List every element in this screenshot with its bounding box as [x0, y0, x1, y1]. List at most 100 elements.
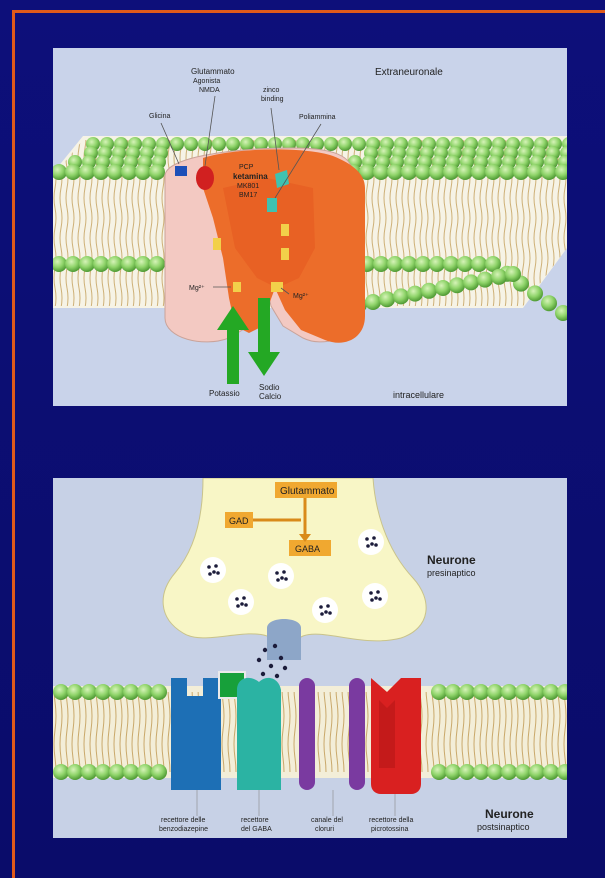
lipid-head [555, 305, 567, 321]
vesicle [228, 589, 254, 615]
lipid-head [137, 764, 153, 780]
mk801-label: MK801 [237, 183, 259, 190]
vesicle-gaba [365, 537, 369, 541]
lipid-head [373, 256, 389, 272]
lipid-head [135, 164, 151, 180]
vesicle [268, 563, 294, 589]
lipid-head [415, 164, 431, 180]
lipid-head [324, 137, 338, 151]
vesicle-gaba [378, 597, 382, 601]
lipid-head [95, 684, 111, 700]
lipid-head [529, 764, 545, 780]
vesicle-gaba [207, 565, 211, 569]
lipid-head [123, 764, 139, 780]
bm17-label: BM17 [239, 192, 257, 199]
lipid-head [543, 764, 559, 780]
vesicle-gaba [236, 604, 240, 608]
vesicle-gaba [370, 598, 374, 602]
vesicle-gaba [240, 602, 244, 606]
lipid-head [515, 684, 531, 700]
lipid-head [184, 137, 198, 151]
lipid-head [79, 164, 95, 180]
lipid-head [212, 137, 226, 151]
vesicle-gaba [235, 597, 239, 601]
postsynaptic-label-2: postsinaptico [477, 822, 530, 832]
zinc-label: zinco [263, 87, 279, 94]
lipid-head [459, 684, 475, 700]
vesicle-gaba [374, 596, 378, 600]
lipid-head [67, 764, 83, 780]
postsynaptic-label-1: Neurone [485, 807, 534, 821]
vesicle-gaba [214, 564, 218, 568]
glutamate-label: Glutammato [191, 67, 235, 76]
gaba-receptor-label-2: del GABA [241, 826, 272, 833]
gaba-molecule [283, 666, 287, 670]
lipid-head [338, 137, 352, 151]
lipid-head [401, 164, 417, 180]
mg-site-left [233, 282, 241, 292]
lipid-head [109, 764, 125, 780]
lipid-head [79, 256, 95, 272]
lipid-head [501, 764, 517, 780]
lipid-head [226, 137, 240, 151]
gaba-molecule [273, 644, 277, 648]
lipid-head [429, 256, 445, 272]
lipid-head [429, 164, 445, 180]
lipid-head [541, 164, 557, 180]
ketamine-label: ketamina [233, 172, 268, 181]
vesicle-gaba [212, 570, 216, 574]
gaba-molecule [261, 672, 265, 676]
lipid-head [379, 291, 395, 307]
lipid-head [501, 684, 517, 700]
lipid-head [463, 274, 479, 290]
vesicle-gaba [244, 603, 248, 607]
picrotoxin-receptor-label-2: picrotossina [371, 826, 408, 833]
calcium-label: Calcio [259, 392, 282, 401]
vesicle-gaba [320, 612, 324, 616]
lipid-head [95, 764, 111, 780]
vesicle-gaba [324, 610, 328, 614]
lipid-head [431, 684, 447, 700]
nmda-receptor-diagram: Extraneuronale intracellulare Glutammato… [53, 48, 567, 406]
lipid-head [443, 256, 459, 272]
vesicle-gaba [369, 591, 373, 595]
lipid-head [149, 164, 165, 180]
lipid-head [485, 164, 501, 180]
vesicle-gaba [280, 576, 284, 580]
lipid-head [135, 256, 151, 272]
polyamine-site [267, 198, 277, 212]
lipid-head [107, 256, 123, 272]
picrotoxin-receptor-label-1: recettore della [369, 817, 413, 824]
lipid-head [487, 684, 503, 700]
glycine-site [175, 166, 187, 176]
lipid-head [387, 256, 403, 272]
lipid-head [81, 764, 97, 780]
lipid-head [107, 164, 123, 180]
lipid-head [505, 266, 521, 282]
lipid-head [421, 283, 437, 299]
zinc-binding-label: binding [261, 96, 284, 103]
vesicle-gaba [374, 543, 378, 547]
vesicle-gaba [319, 605, 323, 609]
vesicle-gaba [376, 590, 380, 594]
lipid-head [457, 164, 473, 180]
lipid-head [443, 164, 459, 180]
lipid-head [513, 164, 529, 180]
gad-box-label: GAD [229, 516, 249, 526]
lipid-head [471, 256, 487, 272]
lipid-head [401, 256, 417, 272]
lipid-head [491, 269, 507, 285]
lipid-head [543, 684, 559, 700]
gaba-receptor [237, 678, 281, 790]
vesicle [362, 583, 388, 609]
vesicle-gaba [370, 542, 374, 546]
vesicle-gaba [216, 571, 220, 575]
vesicle [200, 557, 226, 583]
vesicle-gaba [276, 578, 280, 582]
lipid-head [67, 684, 83, 700]
lipid-head [81, 684, 97, 700]
vesicle-gaba [242, 596, 246, 600]
vesicle [312, 597, 338, 623]
vesicle-gaba [284, 577, 288, 581]
lipid-head [457, 256, 473, 272]
